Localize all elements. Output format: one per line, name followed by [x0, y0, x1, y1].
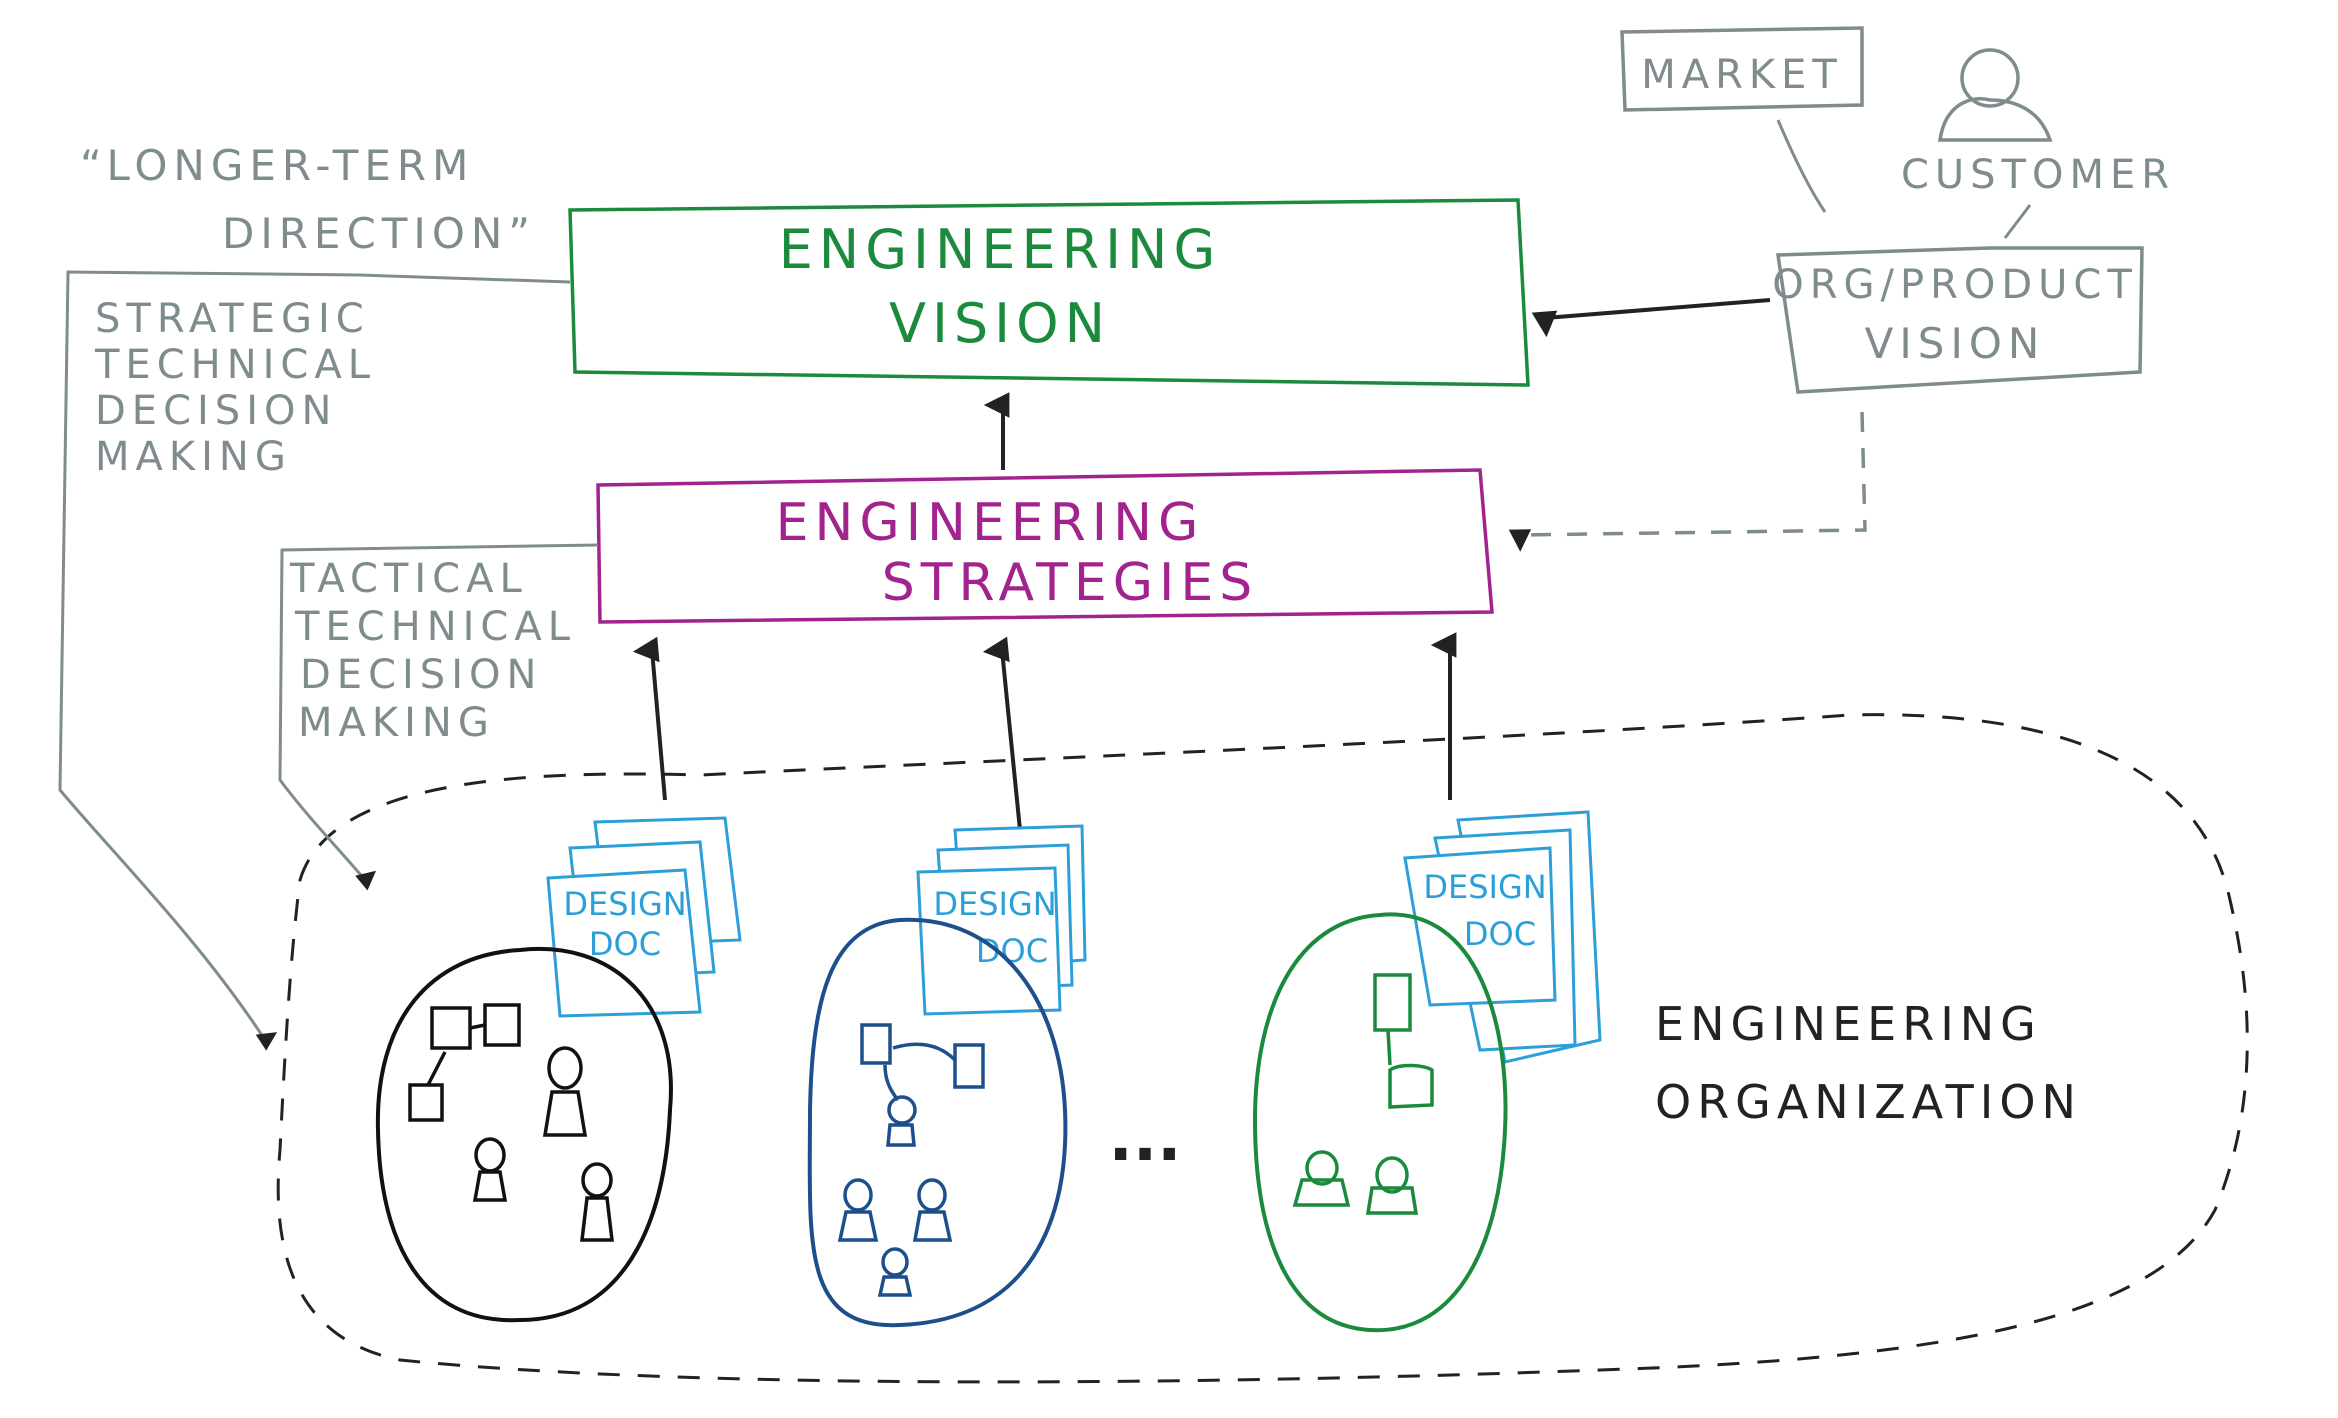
design-doc-2: DESIGN DOC [916, 824, 1087, 1016]
design-doc-3: DESIGN DOC [1403, 810, 1602, 1064]
org-product-vision-line1: ORG/PRODUCT [1772, 262, 2138, 308]
tactical-note-line1: TACTICAL [289, 556, 528, 602]
strategic-note-line1: STRATEGIC [95, 296, 370, 342]
engineering-strategies-label-line2: STRATEGIES [882, 553, 1258, 613]
team-2-system-box [860, 1023, 892, 1065]
team-3-system-box [1373, 973, 1412, 1032]
team-1-system-box [483, 1003, 521, 1047]
tactical-note-line3: DECISION [300, 652, 542, 698]
engineering-vision-box: ENGINEERING VISION [568, 198, 1530, 387]
market-label: MARKET [1641, 52, 1843, 98]
engineering-strategies-label-line1: ENGINEERING [776, 493, 1205, 553]
team-1-system-box [408, 1083, 444, 1122]
longer-term-direction-line2: DIRECTION” [222, 209, 536, 258]
team-2-person-icon [912, 1178, 953, 1242]
team-2-person-icon [886, 1095, 917, 1147]
org-product-vision-box: ORG/PRODUCT VISION [1772, 246, 2144, 394]
design-doc-1-line1: DESIGN [563, 885, 686, 923]
organization-boundary [276, 713, 2249, 1384]
team-3-database-icon [1388, 1063, 1434, 1109]
team-1-person-icon [580, 1162, 614, 1242]
strategic-note-line3: DECISION [95, 388, 337, 434]
team-3-person-icon [1292, 1150, 1351, 1207]
design-doc-2-line1: DESIGN [933, 885, 1056, 923]
team-2-system-box [953, 1043, 985, 1089]
longer-term-direction-line1: “LONGER-TERM [80, 141, 474, 190]
team-2-person-icon [877, 1247, 913, 1297]
market-connector [1776, 119, 1827, 213]
tactical-bracket [278, 543, 599, 891]
strategic-bracket [58, 270, 571, 1051]
tactical-note-line4: MAKING [298, 700, 495, 746]
team-2-person-icon [837, 1178, 879, 1242]
org-vision-to-engineering-vision-arrow [1531, 298, 1771, 338]
strategic-note-line4: MAKING [95, 434, 292, 480]
team-1-system-box [430, 1006, 472, 1050]
team-1-person-icon [472, 1137, 508, 1202]
team-3-circle [1252, 912, 1508, 1333]
customer-person-icon [1937, 48, 2053, 142]
team-2-circle [807, 917, 1068, 1328]
strategic-note-line2: TECHNICAL [94, 342, 376, 388]
team-1-person-icon [542, 1046, 588, 1137]
engineering-strategies-box: ENGINEERING STRATEGIES [596, 468, 1494, 624]
team1-to-strategies-arrow [632, 636, 667, 801]
design-doc-3-line2: DOC [1464, 915, 1536, 953]
design-doc-1: DESIGN DOC [546, 816, 742, 1018]
customer-label: CUSTOMER [1901, 152, 2175, 198]
ellipsis: ... [1109, 1102, 1182, 1176]
team-1-circle [375, 946, 673, 1323]
engineering-vision-label-line2: VISION [889, 292, 1111, 355]
org-vision-to-strategies-dashed-arrow [1508, 411, 1867, 552]
engineering-vision-label-line1: ENGINEERING [779, 218, 1222, 281]
org-product-vision-line2: VISION [1865, 319, 2046, 368]
team-3-person-icon [1365, 1156, 1419, 1215]
engineering-organization-line1: ENGINEERING [1655, 997, 2042, 1051]
tactical-note-line2: TECHNICAL [294, 604, 576, 650]
customer-connector [2003, 204, 2032, 239]
design-doc-3-line1: DESIGN [1423, 868, 1546, 906]
engineering-organization-line2: ORGANIZATION [1655, 1075, 2082, 1129]
design-doc-1-line2: DOC [589, 925, 661, 963]
market-box: MARKET [1620, 26, 1864, 112]
team2-to-strategies-arrow [982, 636, 1022, 831]
